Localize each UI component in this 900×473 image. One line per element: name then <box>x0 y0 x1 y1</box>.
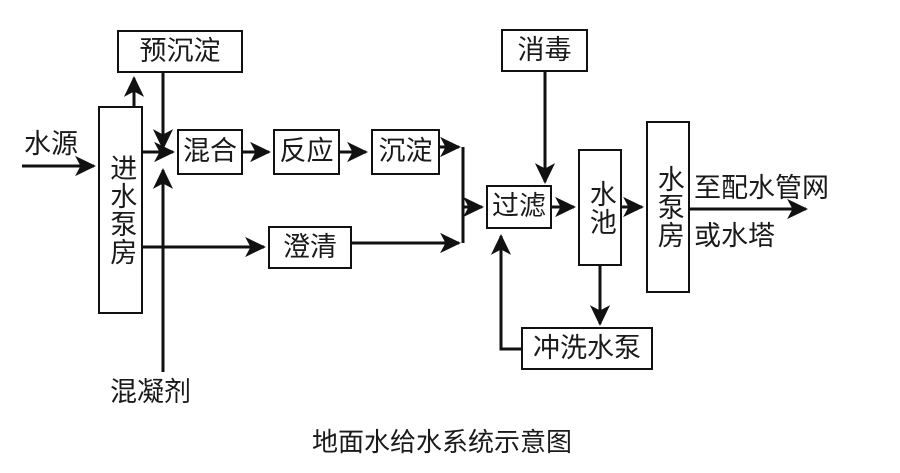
node-sedimentation[interactable]: 沉淀 <box>371 129 440 175</box>
diagram-caption: 地面水给水系统示意图 <box>312 428 573 457</box>
node-intake-pump-house[interactable]: 进水泵房 <box>98 106 143 314</box>
node-label: 水池 <box>585 179 616 236</box>
label-coagulant: 混凝剂 <box>110 377 191 407</box>
node-reaction[interactable]: 反应 <box>273 129 340 175</box>
label-to-distribution-network: 至配水管网 <box>694 173 829 203</box>
node-label: 反应 <box>279 136 334 167</box>
flow-backwash-to-filtration <box>490 234 521 351</box>
node-disinfection[interactable]: 消毒 <box>501 29 588 72</box>
node-label: 混合 <box>183 136 237 167</box>
node-filtration[interactable]: 过滤 <box>486 185 552 229</box>
label-water-source: 水源 <box>24 129 78 159</box>
node-label: 沉淀 <box>378 136 433 167</box>
label-or-water-tower: 或水塔 <box>694 221 775 251</box>
node-label: 消毒 <box>517 34 572 65</box>
node-label: 水泵房 <box>653 165 684 249</box>
node-label: 冲洗水泵 <box>533 332 641 363</box>
node-mixing[interactable]: 混合 <box>177 129 243 175</box>
node-label: 预沉淀 <box>139 35 221 66</box>
node-clarification[interactable]: 澄清 <box>268 226 352 269</box>
node-backwash-pump[interactable]: 冲洗水泵 <box>521 327 653 370</box>
node-label: 进水泵房 <box>106 154 137 266</box>
node-reservoir[interactable]: 水池 <box>578 149 622 266</box>
node-pump-house[interactable]: 水泵房 <box>646 121 690 293</box>
node-label: 过滤 <box>492 191 546 222</box>
node-pre-sedimentation[interactable]: 预沉淀 <box>117 30 243 73</box>
node-label: 澄清 <box>283 231 337 262</box>
